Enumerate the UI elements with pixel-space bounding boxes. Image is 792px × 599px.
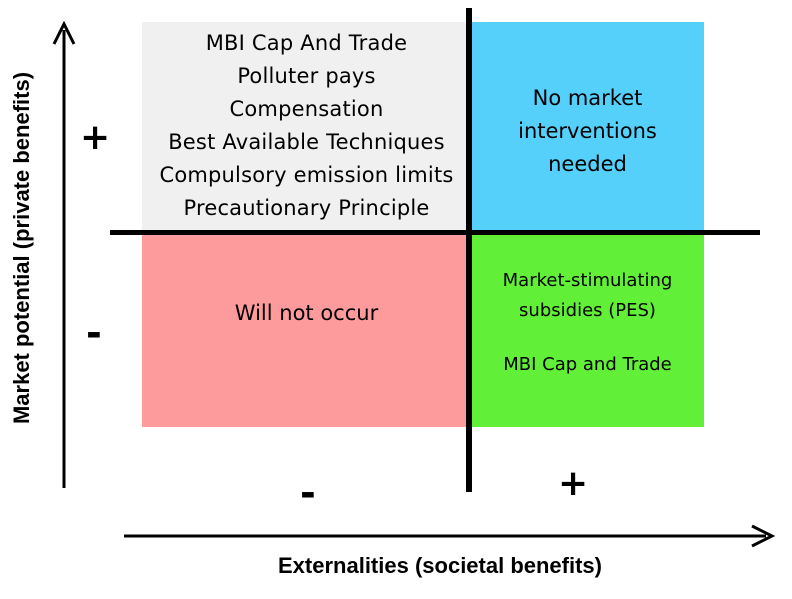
quadrant-text-line: needed (548, 152, 627, 176)
y-plus-sign: + (80, 117, 111, 158)
y-axis-label: Market potential (private benefits) (9, 71, 34, 425)
y-minus-sign: - (86, 311, 102, 355)
quadrant-text-line: Best Available Techniques (168, 130, 445, 154)
quadrant-text-line: No market (532, 86, 643, 110)
quadrant-top-left: MBI Cap And Trade Polluter pays Compensa… (142, 22, 471, 230)
quadrant-text-line: MBI Cap and Trade (503, 354, 672, 375)
quadrant-text-line: Will not occur (234, 301, 379, 325)
quadrant-text-line: Compulsory emission limits (159, 163, 454, 187)
quadrant-text-line: MBI Cap And Trade (205, 31, 408, 55)
quadrant-text-line: Precautionary Principle (183, 196, 430, 220)
quadrant-text-line: Market-stimulating (502, 270, 673, 291)
quadrant-top-right: No market interventions needed (471, 22, 704, 230)
quadrant-text-line: Compensation (229, 97, 384, 121)
x-plus-sign: + (558, 463, 589, 504)
x-axis-label: Externalities (societal benefits) (278, 553, 602, 578)
vertical-divider (466, 8, 472, 492)
y-axis-arrowhead (52, 20, 76, 45)
horizontal-divider (110, 230, 760, 235)
quadrant-bottom-right: Market-stimulating subsidies (PES) MBI C… (471, 234, 704, 427)
quadrant-text-line: subsidies (PES) (519, 300, 656, 321)
quadrant-text-line: Polluter pays (237, 64, 376, 88)
quadrant-bottom-left: Will not occur (142, 234, 471, 427)
quadrant-text-line: interventions (518, 119, 657, 143)
x-minus-sign: - (300, 471, 316, 515)
x-axis-arrowhead (751, 524, 776, 548)
